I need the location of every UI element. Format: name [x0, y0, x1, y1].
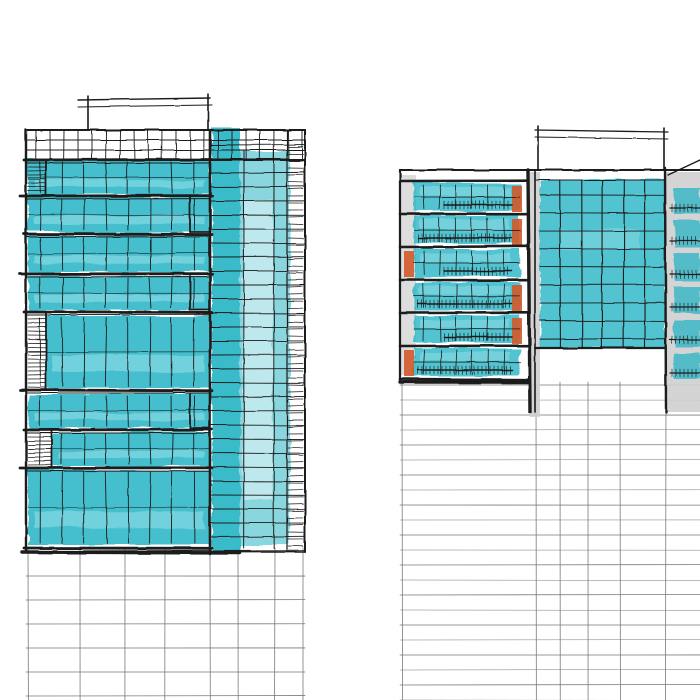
glass-band — [674, 254, 700, 280]
right-tower-ink-lines — [398, 159, 700, 414]
window-mullion — [423, 250, 426, 276]
orange-panel — [404, 350, 414, 376]
podium-line — [20, 550, 242, 555]
spine-floor-line — [209, 535, 306, 538]
window-mullion — [126, 395, 129, 427]
window-mullion — [422, 184, 425, 210]
left-tower-lower-grid — [25, 547, 306, 700]
spine-floor-line — [209, 452, 306, 455]
window-mullion — [149, 433, 152, 465]
right-tower-lower-grid — [399, 381, 700, 700]
floor-slab — [22, 310, 214, 315]
floor-slab — [18, 388, 214, 393]
roof-rail — [77, 104, 213, 108]
window-transom — [27, 252, 211, 255]
glass-highlight — [420, 187, 510, 196]
glass-highlight — [420, 319, 510, 328]
glass-highlight — [34, 216, 204, 224]
roof-rail — [77, 97, 211, 101]
window-transom — [27, 447, 211, 450]
block-mullion — [559, 179, 561, 349]
window-transom — [27, 214, 211, 216]
window-mullion — [439, 316, 441, 342]
orange-panel — [404, 251, 414, 277]
orange-panel — [512, 186, 522, 212]
spine-floor-line — [209, 312, 306, 314]
spine-floor-line — [209, 185, 306, 188]
spine-floor-line — [209, 171, 306, 174]
window-mullion — [422, 316, 424, 342]
window-mullion — [439, 250, 441, 276]
roof-rail — [534, 129, 669, 133]
orange-panel — [512, 219, 522, 245]
left-tower-roof-frame — [77, 93, 213, 131]
glass-band — [674, 320, 700, 346]
glass-band — [674, 188, 700, 214]
glass-band — [674, 353, 700, 379]
glass-highlight — [420, 352, 510, 361]
right-roof-edge — [667, 159, 700, 176]
spine-floor-line — [209, 480, 306, 482]
roof-rail — [534, 136, 669, 140]
left-tower — [18, 93, 306, 700]
floor-slab — [22, 232, 214, 236]
window-mullion — [171, 433, 174, 465]
glass-highlight — [34, 511, 204, 528]
window-mullion — [105, 433, 107, 465]
glass-highlight — [58, 450, 204, 459]
glass-highlight — [34, 179, 204, 187]
window-mullion — [438, 184, 441, 210]
glass-highlight — [420, 253, 510, 262]
pier — [526, 168, 532, 414]
block-mullion — [623, 179, 625, 349]
right-tower — [398, 125, 700, 700]
glass-spine-gap — [243, 200, 273, 500]
glass-highlight — [560, 230, 640, 250]
window-mullion — [105, 198, 108, 231]
glass-highlight — [420, 286, 510, 295]
left-tower-glass — [28, 128, 290, 552]
right-tower-roof-frame — [534, 125, 669, 171]
right-tower-orange-accents — [404, 186, 522, 376]
floor-slab — [398, 245, 530, 249]
floor-slab — [398, 377, 530, 381]
spine-floor-line — [209, 466, 306, 469]
orange-panel — [512, 318, 522, 344]
pier — [663, 166, 668, 414]
left-tower-ink-lines — [18, 128, 306, 556]
spine-floor-line — [209, 438, 306, 440]
spine-floor-line — [209, 395, 306, 398]
glass-spine — [212, 128, 240, 552]
window-mullion — [127, 237, 129, 271]
window-mullion — [105, 237, 108, 271]
floor-slab — [22, 428, 214, 432]
glass-highlight — [420, 220, 510, 229]
orange-panel — [512, 285, 522, 311]
glass-highlight — [34, 294, 204, 303]
glass-highlight — [34, 255, 204, 264]
glass-band — [674, 287, 700, 313]
spine-floor-line — [209, 242, 306, 245]
floor-slab — [22, 158, 214, 162]
glass-highlight — [34, 412, 204, 421]
window-transom — [27, 409, 211, 412]
window-mullion — [105, 395, 108, 427]
glass-band — [674, 221, 700, 247]
